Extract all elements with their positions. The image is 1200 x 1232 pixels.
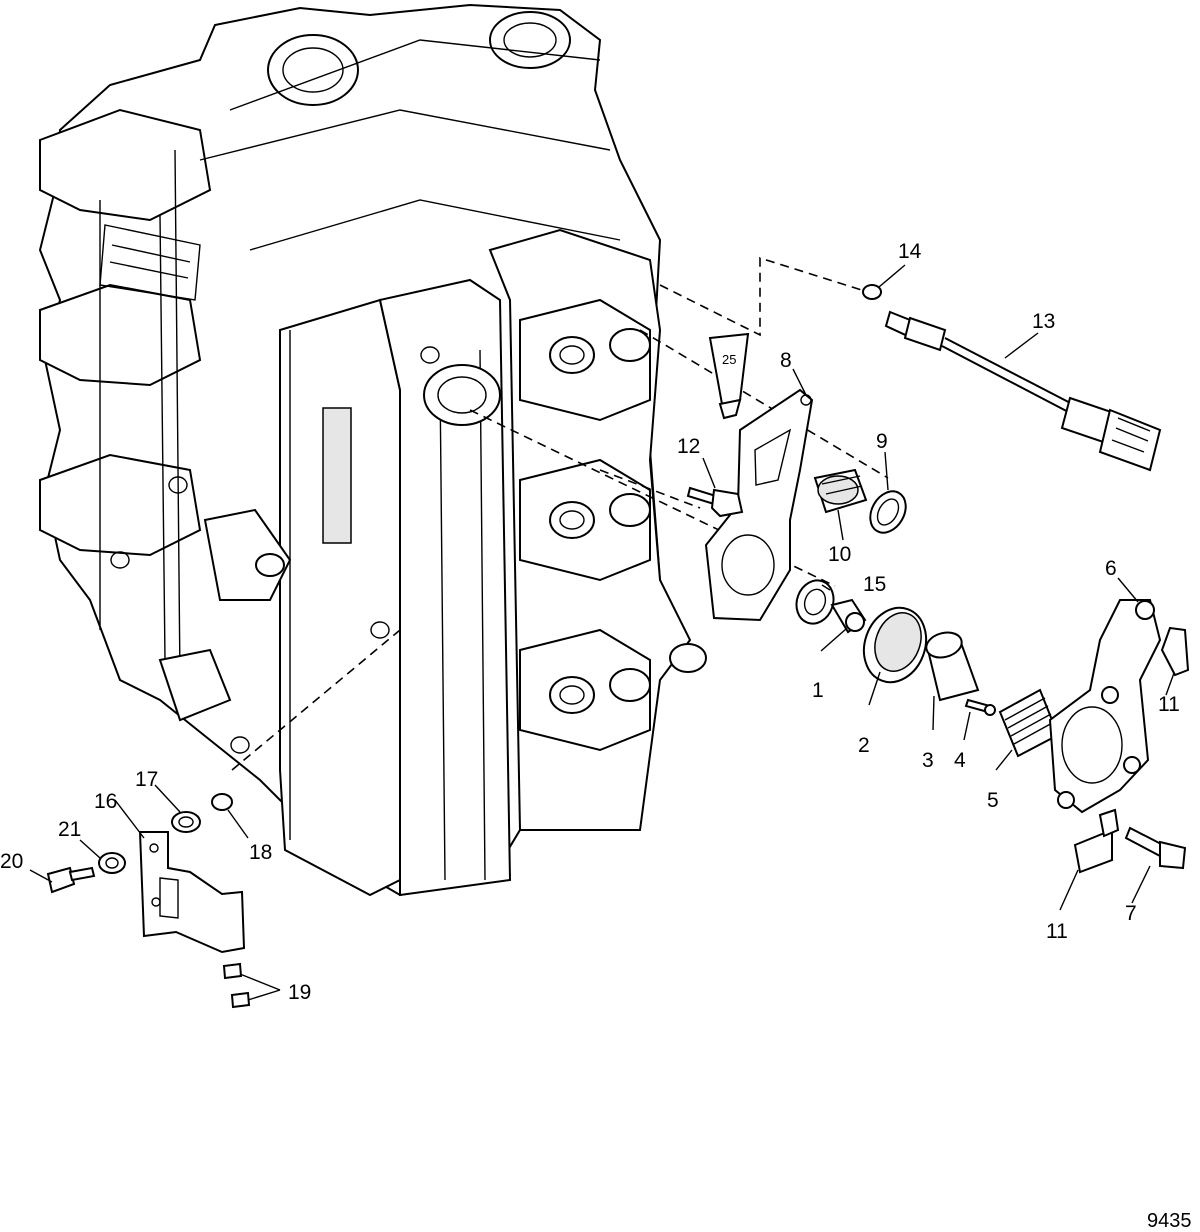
callout-9: 9 xyxy=(876,430,888,453)
callout-15: 15 xyxy=(863,573,886,596)
part-7-bolt xyxy=(1124,826,1187,870)
sealant-tube-label: 25 xyxy=(722,352,736,367)
callout-1: 1 xyxy=(812,679,824,702)
callout-7: 7 xyxy=(1125,902,1137,925)
callout-8: 8 xyxy=(780,349,792,372)
part-14-o-ring xyxy=(862,284,882,300)
part-11-clamp-upper xyxy=(1160,626,1190,677)
sealant-tube: 25 xyxy=(708,332,750,420)
engine-block xyxy=(38,3,707,897)
callout-3: 3 xyxy=(922,749,934,772)
callout-11-upper: 11 xyxy=(1158,693,1180,716)
spark-plug-boss-3 xyxy=(519,628,651,752)
part-19-nut xyxy=(222,962,251,1009)
part-12-bolt xyxy=(686,486,744,518)
callout-19: 19 xyxy=(288,981,311,1004)
callout-17: 17 xyxy=(135,768,158,791)
callout-18: 18 xyxy=(249,841,272,864)
callout-4: 4 xyxy=(954,749,966,772)
callout-5: 5 xyxy=(987,789,999,812)
part-15-washer xyxy=(795,579,835,625)
part-16-bracket xyxy=(138,831,246,954)
callout-16: 16 xyxy=(94,790,117,813)
callout-13: 13 xyxy=(1032,310,1055,333)
spark-plug-boss-1 xyxy=(519,298,651,422)
callout-14: 14 xyxy=(898,240,922,263)
part-1-poppet-valve xyxy=(830,598,867,634)
spark-plug-boss-2 xyxy=(519,458,651,582)
part-3-cup xyxy=(925,631,980,702)
part-8-gasket xyxy=(704,388,814,622)
callout-11-lower: 11 xyxy=(1046,920,1068,943)
part-4-screw xyxy=(964,698,996,716)
part-10-thermostat xyxy=(813,468,868,514)
part-21-washer xyxy=(98,852,126,874)
figure-number: 9435 xyxy=(1147,1210,1192,1232)
callout-20: 20 xyxy=(0,850,23,873)
leader-lines xyxy=(29,264,1175,1001)
part-11-clamp-lower xyxy=(1073,808,1120,874)
part-18-spacer xyxy=(211,793,233,811)
callout-12: 12 xyxy=(677,435,700,458)
callout-6: 6 xyxy=(1105,557,1117,580)
part-2-diaphragm xyxy=(862,606,928,684)
part-17-grommet xyxy=(171,811,201,833)
callout-10: 10 xyxy=(828,543,851,566)
callout-2: 2 xyxy=(858,734,870,757)
part-9-seal xyxy=(869,490,907,534)
part-13-temperature-sensor xyxy=(884,310,1162,472)
part-6-cover xyxy=(1048,599,1162,814)
part-20-screw xyxy=(46,866,96,894)
callout-labels: 1 2 3 4 5 6 7 8 9 10 11 11 12 13 14 15 1… xyxy=(0,240,1180,1004)
callout-21: 21 xyxy=(58,818,81,841)
